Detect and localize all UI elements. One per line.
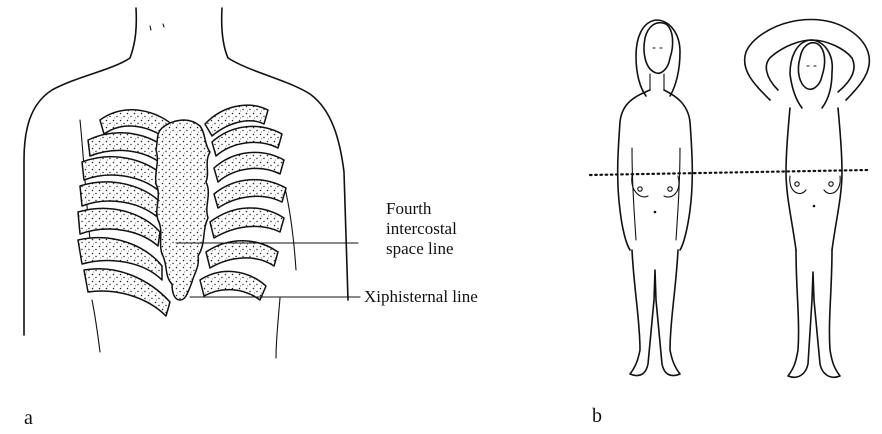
- legs-left: [630, 250, 680, 376]
- sternum: [156, 120, 210, 300]
- figure-arms-down: [618, 20, 693, 376]
- raised-arms-inner: [766, 40, 854, 92]
- head-right: [798, 43, 824, 89]
- right-ribs: [200, 105, 286, 300]
- right-rib-3: [214, 152, 284, 182]
- right-rib-6: [206, 241, 278, 268]
- right-rib-4: [214, 180, 286, 208]
- legs-right: [788, 250, 840, 377]
- panel-a-label: a: [24, 407, 33, 429]
- body-right: [786, 108, 842, 250]
- right-rib-5: [210, 208, 284, 238]
- right-rib-2: [212, 126, 282, 156]
- fourth-intercostal-label-line-2: intercostal: [386, 219, 457, 238]
- hair-left: [636, 20, 680, 96]
- head-left: [644, 23, 673, 73]
- nipple-level-dotted-line: [590, 170, 868, 175]
- xiphisternal-label: Xiphisternal line: [364, 287, 478, 306]
- panel-a: Fourth intercostal space line Xiphistern…: [24, 8, 478, 429]
- body-left: [618, 90, 693, 250]
- panel-b-label: b: [592, 405, 602, 427]
- panel-b: b: [590, 20, 869, 428]
- figure-arms-raised: [745, 20, 870, 378]
- fourth-intercostal-label-line-1: Fourth: [386, 199, 432, 218]
- fourth-intercostal-label-line-3: space line: [386, 239, 454, 258]
- hair-right: [790, 40, 832, 108]
- right-rib-7: [200, 271, 266, 300]
- breasts-left: [632, 176, 679, 197]
